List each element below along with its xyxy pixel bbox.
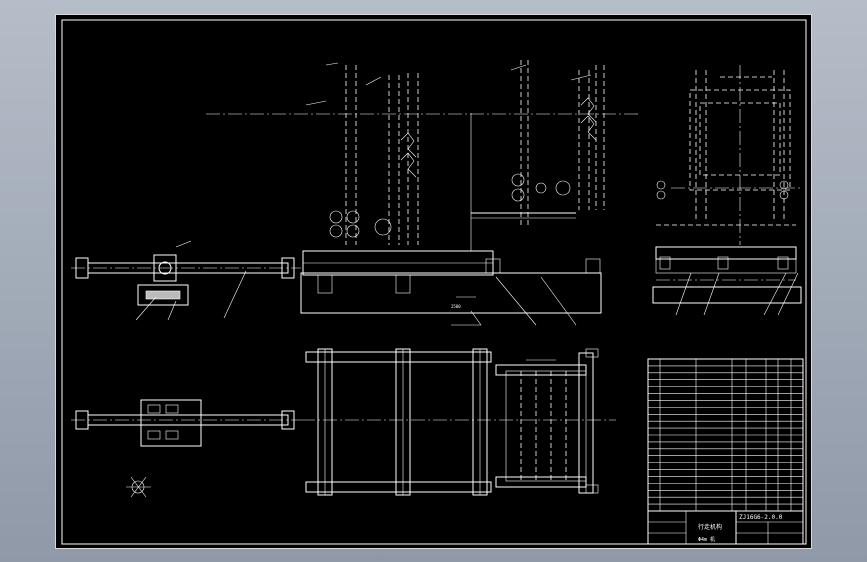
left-plan-axle [71, 399, 301, 498]
bearing-block [153, 254, 177, 282]
center-elevation: 2580 [206, 62, 641, 326]
inner-frame [61, 19, 807, 545]
sub-note: Φ4m 机 [698, 536, 715, 543]
drawing-title: 行走机构 [698, 523, 722, 531]
base-beam [300, 272, 602, 314]
drawing-sheet: 2580 [55, 14, 812, 549]
title-block: ZJ16G6-2.0.0 行走机构 Φ4m 机 [647, 510, 804, 545]
silo-elevation [470, 60, 605, 251]
left-elevation-axle [71, 240, 301, 321]
detail-mark [126, 476, 151, 498]
plan-view [301, 348, 616, 496]
cad-drawing: 2580 [61, 19, 807, 545]
side-view [652, 65, 802, 316]
bill-of-materials [647, 358, 804, 512]
support-base [137, 284, 189, 306]
base-plate [140, 399, 202, 447]
svg-text:2580: 2580 [451, 304, 461, 309]
drawing-number: ZJ16G6-2.0.0 [739, 514, 783, 521]
